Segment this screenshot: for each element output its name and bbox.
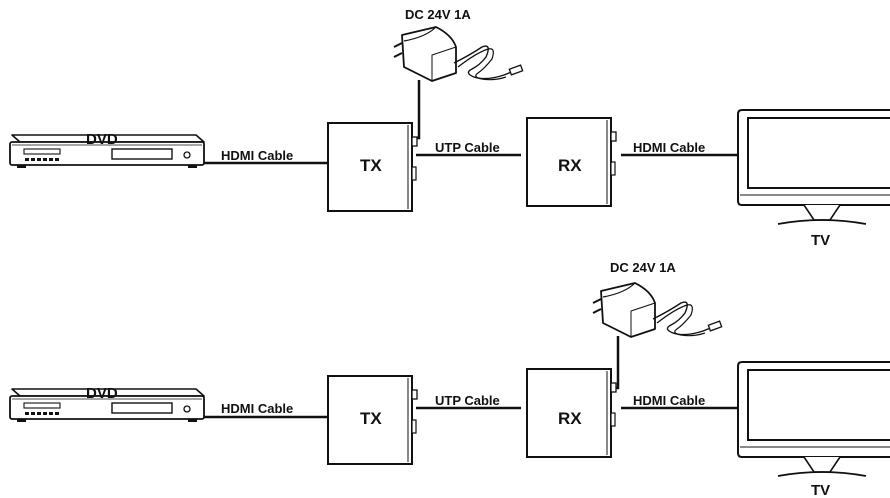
configuration-2: DVD HDMI Cable TX UTP Cable RX HDMI Cabl… bbox=[9, 260, 890, 498]
configuration-1: DVD HDMI Cable TX UTP Cable RX HDMI Cabl… bbox=[9, 7, 890, 249]
receiver-label: RX bbox=[558, 409, 582, 428]
display-cable-label: HDMI Cable bbox=[633, 393, 705, 408]
power-adapter-label: DC 24V 1A bbox=[610, 260, 676, 275]
tv-icon bbox=[737, 361, 890, 477]
link-cable-label: UTP Cable bbox=[435, 393, 500, 408]
display-label: TV bbox=[811, 232, 830, 249]
source-cable-label: HDMI Cable bbox=[221, 401, 293, 416]
power-adapter-icon bbox=[592, 282, 723, 338]
source-label: DVD bbox=[86, 385, 118, 402]
power-adapter-label: DC 24V 1A bbox=[405, 7, 471, 22]
power-cable bbox=[614, 336, 620, 390]
source-cable-label: HDMI Cable bbox=[221, 148, 293, 163]
transmitter-label: TX bbox=[360, 409, 382, 428]
power-cable bbox=[414, 80, 421, 140]
power-adapter-icon bbox=[393, 26, 524, 82]
link-cable-label: UTP Cable bbox=[435, 140, 500, 155]
transmitter-label: TX bbox=[360, 156, 382, 175]
display-label: TV bbox=[811, 482, 830, 498]
source-label: DVD bbox=[86, 131, 118, 148]
tv-icon bbox=[737, 109, 890, 225]
receiver-label: RX bbox=[558, 156, 582, 175]
display-cable-label: HDMI Cable bbox=[633, 140, 705, 155]
